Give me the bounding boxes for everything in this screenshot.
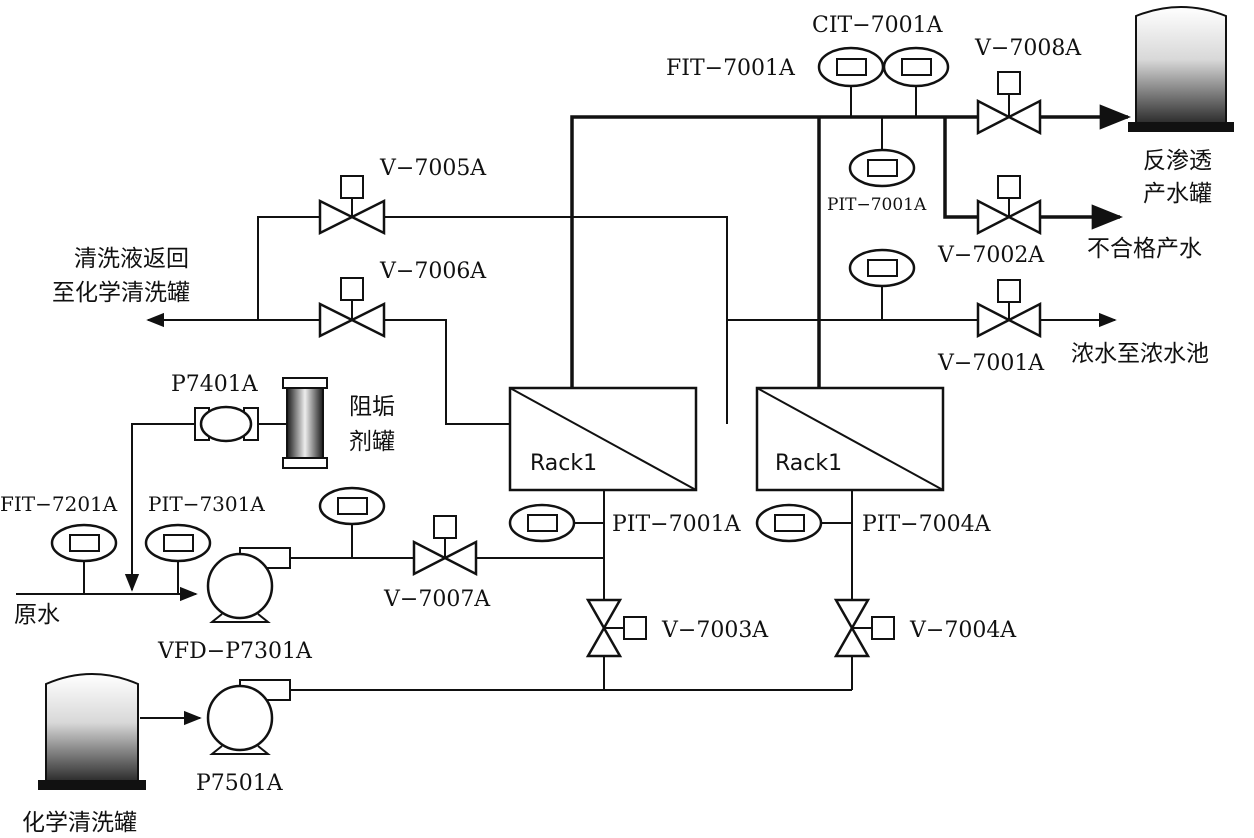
valve-v7005a	[318, 175, 386, 236]
label-rack1-right: Rack1	[775, 451, 842, 476]
label-pit-7004a: PIT−7004A	[862, 512, 992, 537]
label-p7401a: P7401A	[171, 372, 259, 397]
instrument-discharge-gauge	[318, 486, 386, 526]
valve-v7007a	[412, 515, 478, 577]
dosing-pump-p7401a	[194, 405, 259, 443]
label-v-7001a: V−7001A	[937, 351, 1045, 376]
instrument-pit-7001a-mid	[508, 503, 576, 543]
labels: CIT−7001A FIT−7001A V−7008A 反渗透 产水罐 PIT−…	[0, 13, 1212, 836]
antiscalant-tank	[282, 377, 328, 469]
label-v-7005a: V−7005A	[379, 156, 487, 181]
label-v-7006a: V−7006A	[379, 259, 487, 284]
instrument-concentrate-gauge	[848, 248, 916, 288]
instrument-pit-7301a	[144, 523, 212, 563]
label-pit-7301a: PIT−7301A	[148, 492, 265, 516]
valve-v7006a	[318, 277, 386, 339]
label-cit-7001a: CIT−7001A	[812, 13, 944, 38]
label-raw-water: 原水	[14, 602, 60, 628]
valve-v7002a	[976, 175, 1042, 236]
label-concentrate: 浓水至浓水池	[1071, 341, 1209, 367]
label-v-7003a: V−7003A	[661, 618, 769, 643]
chemical-cleaning-tank	[38, 673, 146, 790]
label-pit-7001a-mid: PIT−7001A	[612, 512, 742, 537]
valve-v7008a	[976, 71, 1042, 136]
valve-v7003a	[585, 598, 647, 658]
label-antiscalant-line2: 剂罐	[349, 429, 395, 455]
instrument-fit-7201a	[50, 523, 118, 563]
pump-vfd-p7301a	[206, 547, 291, 623]
instrument-pit-7004a	[755, 503, 823, 543]
label-v-7008a: V−7008A	[974, 36, 1082, 61]
label-cip-tank: 化学清洗罐	[22, 810, 137, 836]
instrument-fit-7001a	[817, 46, 885, 88]
label-fit-7201a: FIT−7201A	[0, 492, 118, 516]
label-v-7007a: V−7007A	[383, 587, 491, 612]
valve-v7004a	[833, 598, 895, 658]
valve-v7001a	[976, 279, 1042, 339]
label-fit-7001a: FIT−7001A	[666, 56, 796, 81]
label-ro-tank-line2: 产水罐	[1143, 181, 1212, 207]
pipe-network	[16, 86, 1132, 726]
label-vfd-p7301a: VFD−P7301A	[157, 639, 313, 664]
label-v-7004a: V−7004A	[909, 618, 1017, 643]
label-pit-7001a-top: PIT−7001A	[827, 195, 927, 215]
label-return-line1: 清洗液返回	[74, 246, 189, 272]
ro-product-tank	[1128, 6, 1234, 132]
instrument-cit-7001a	[882, 46, 950, 88]
label-offspec-water: 不合格产水	[1087, 236, 1202, 262]
instrument-pit-7001a-top	[848, 148, 916, 188]
label-return-line2: 至化学清洗罐	[52, 280, 190, 306]
label-v-7002a: V−7002A	[937, 243, 1045, 268]
label-ro-tank-line1: 反渗透	[1143, 148, 1212, 174]
label-rack1-left: Rack1	[530, 451, 597, 476]
label-antiscalant-line1: 阻垢	[349, 394, 395, 420]
pump-p7501a	[206, 679, 291, 755]
label-p7501a: P7501A	[196, 771, 284, 796]
ro-rack-right	[755, 386, 945, 492]
ro-rack-left	[508, 386, 698, 492]
